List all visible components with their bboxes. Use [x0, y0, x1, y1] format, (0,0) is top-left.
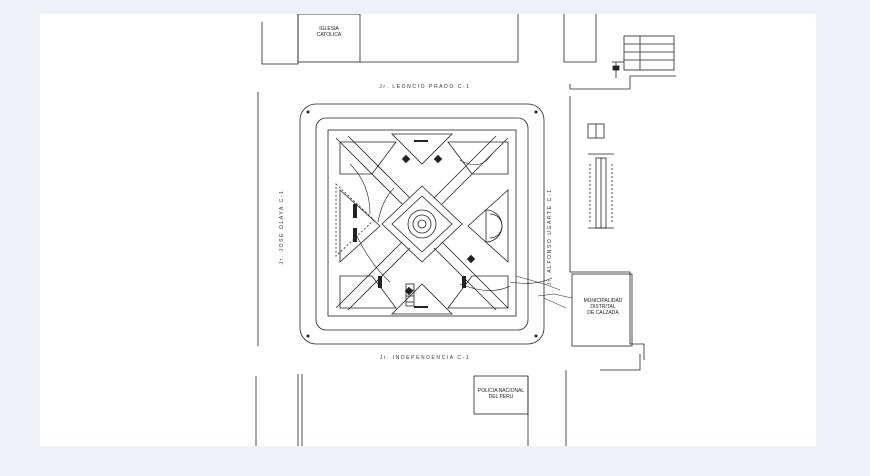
church-label-line-2: CATOLICA: [316, 32, 342, 38]
police-label-line-2: DEL PERU: [488, 394, 514, 400]
right-street: [565, 96, 645, 446]
left-street: [255, 92, 299, 446]
hatched-walls: [353, 140, 476, 308]
police-label: POLICIA NACIONAL DEL PERU: [474, 388, 528, 400]
site-plan: [255, 14, 676, 446]
municipality-label-line-2: DISTRITAL: [590, 304, 616, 310]
municipality-block: [571, 273, 633, 347]
drawing-sheet: IGLESIA CATOLICA Jr. LEONCIO PRADO C-1 J…: [40, 14, 816, 446]
municipality-label: MUNICIPALIDAD DISTRITAL DE CALZADA: [574, 298, 632, 316]
corner-posts: [306, 110, 538, 338]
municipality-label-line-1: MUNICIPALIDAD: [583, 298, 623, 304]
wiring: [515, 275, 573, 309]
steps: [405, 283, 415, 307]
central-fountain: [381, 185, 463, 263]
street-top-label: Jr. LEONCIO PRADO C-1: [379, 84, 471, 90]
plaza: [299, 103, 553, 345]
church-label: IGLESIA CATOLICA: [300, 26, 358, 38]
top-blocks: [261, 14, 676, 90]
police-label-line-1: POLICIA NACIONAL: [477, 388, 525, 394]
street-right-label: Jr. ALFONSO UGARTE C-1: [547, 188, 553, 286]
lamp-detail: [587, 123, 614, 229]
electric-runs: [349, 153, 553, 291]
church-block: [297, 14, 361, 63]
garden-beds: [335, 133, 509, 315]
street-left-label: Jr. JOSE OLAYA C-1: [279, 189, 285, 265]
legend: [612, 35, 675, 78]
stage: [485, 209, 503, 243]
municipality-label-line-3: DE CALZADA: [587, 310, 619, 316]
street-bottom-label: Jr. INDEPENDENCIA C-1: [379, 355, 471, 361]
bottom-blocks: [301, 273, 633, 446]
church-label-line-1: IGLESIA: [319, 26, 339, 32]
